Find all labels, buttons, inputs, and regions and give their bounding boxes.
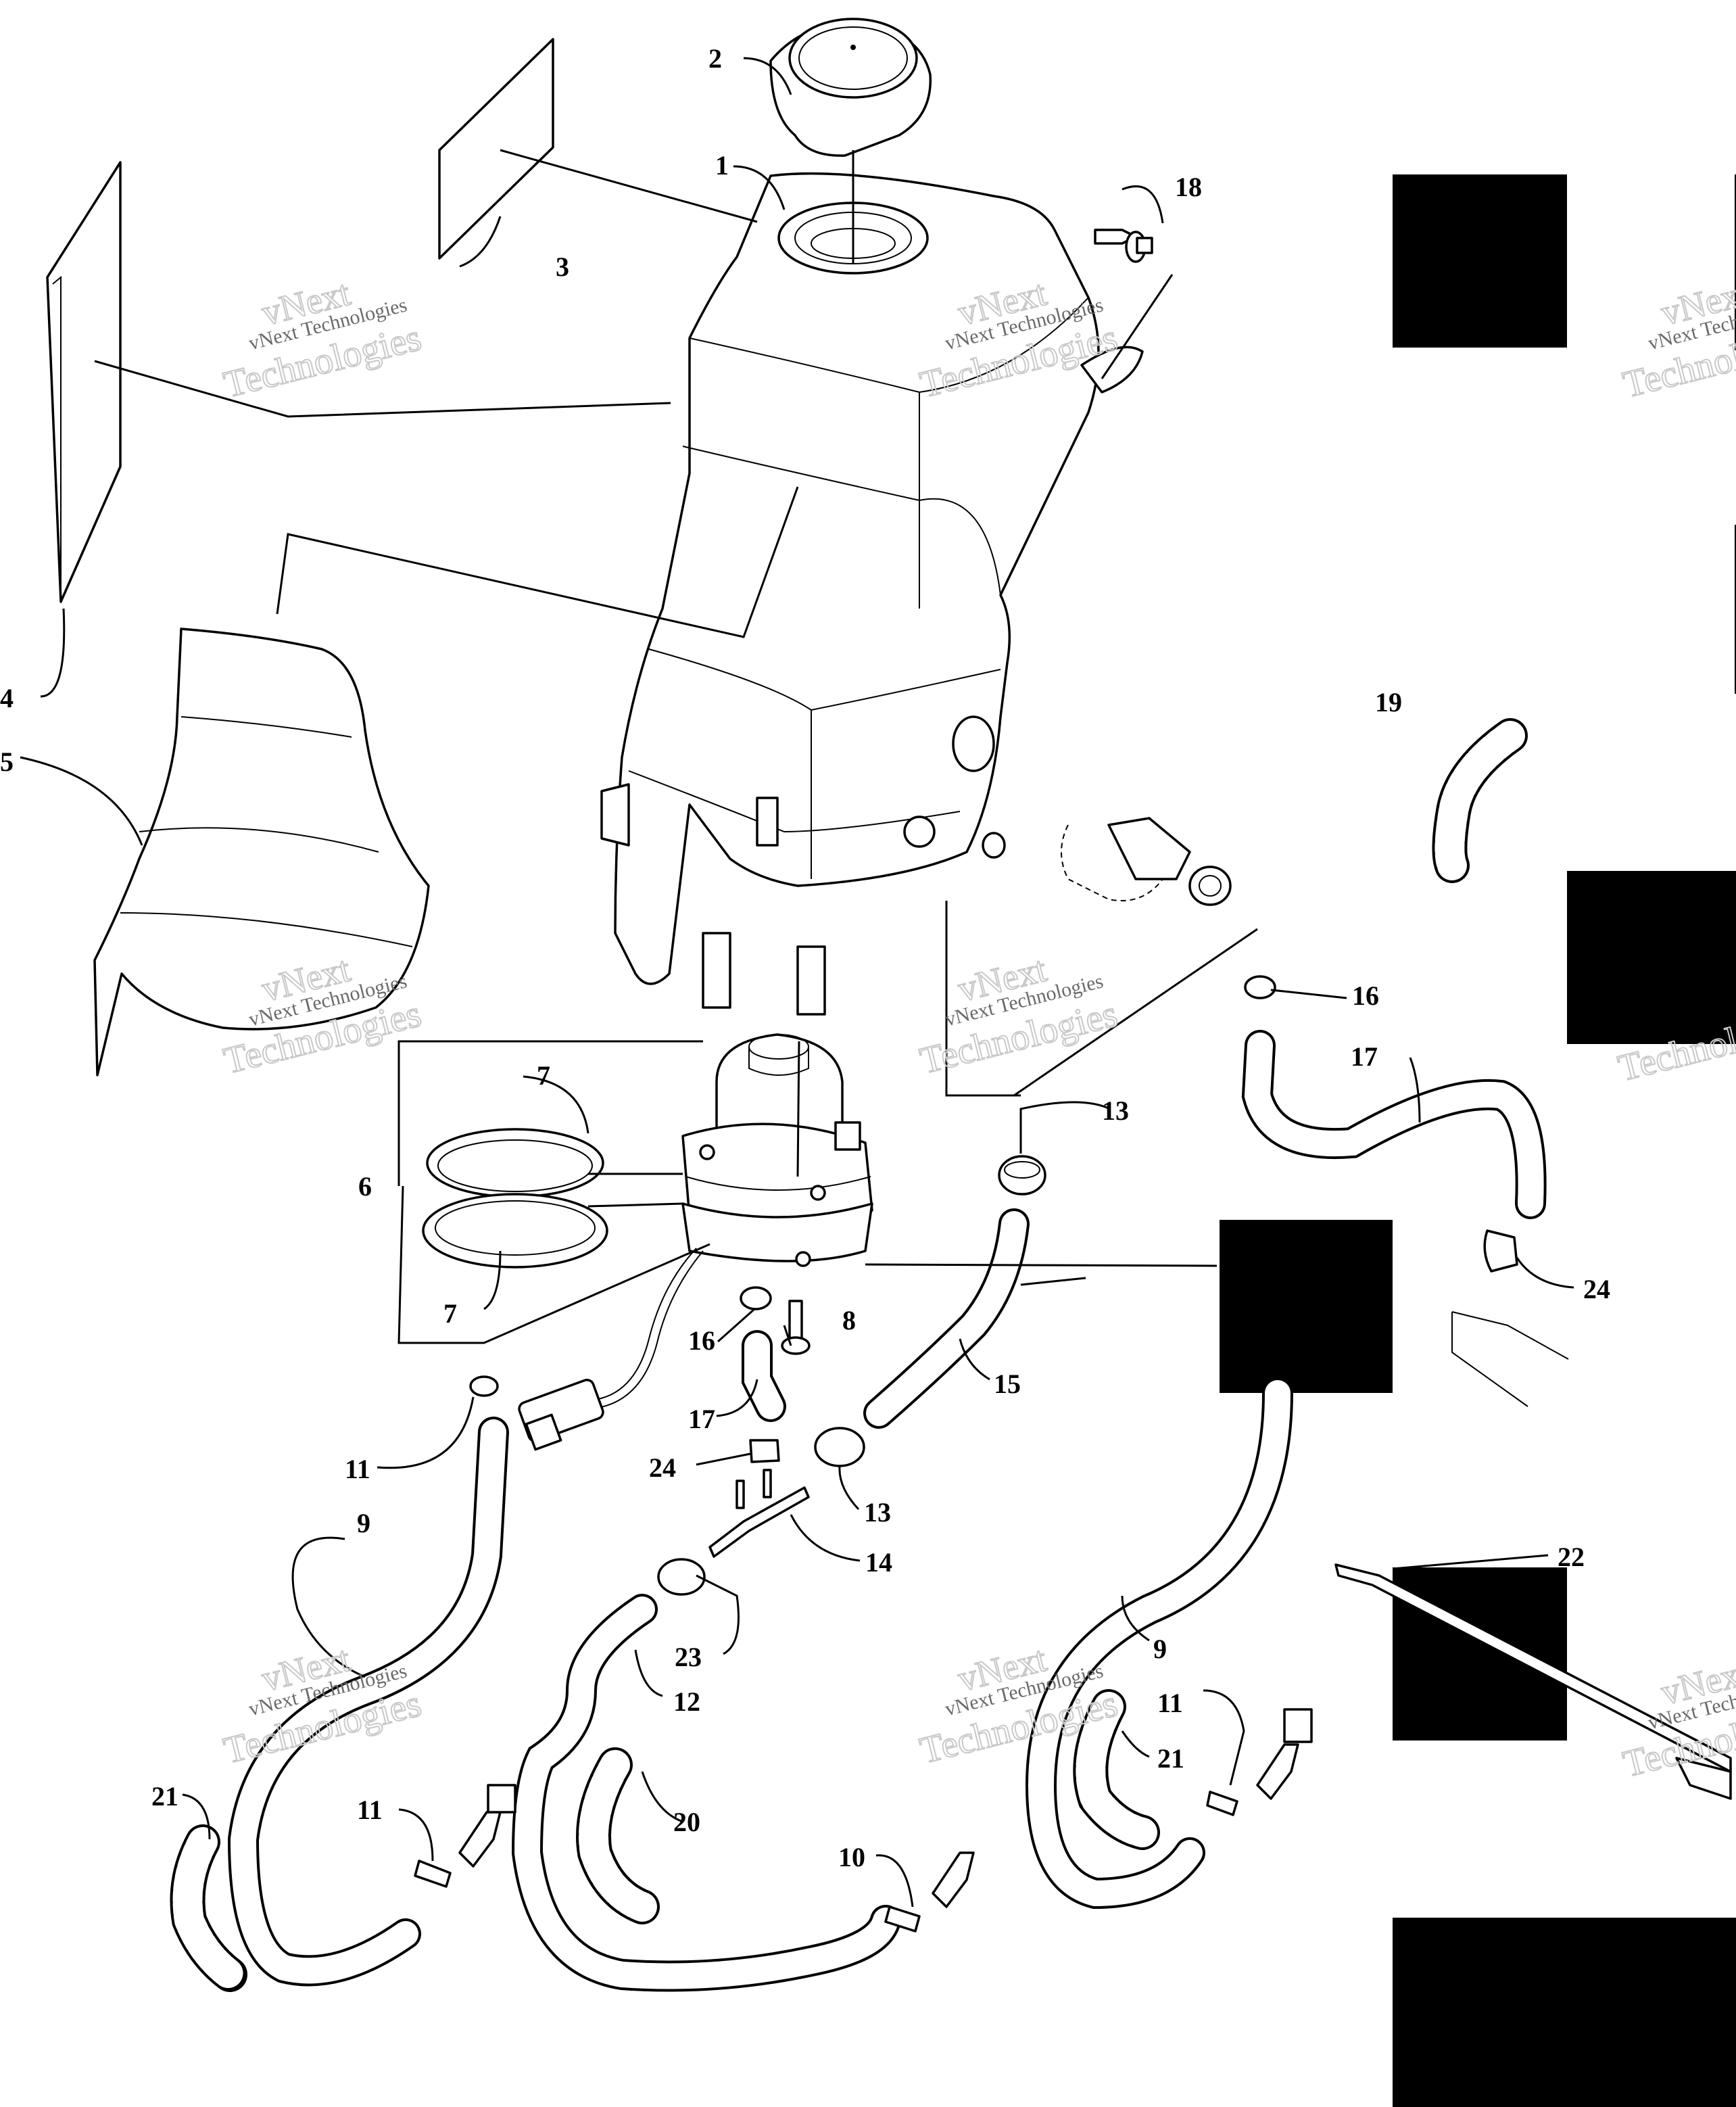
pump-assembly-6 (681, 1033, 873, 1267)
callout-22: 22 (1558, 1542, 1585, 1572)
redaction-block (1393, 1567, 1567, 1741)
callout-labels: 1 2 3 4 5 6 7 7 8 9 9 10 11 11 11 12 13 … (0, 43, 1610, 1872)
clamps-and-fittings (414, 975, 1569, 1933)
callout-17-right: 17 (1351, 1041, 1378, 1072)
fill-cap-2 (769, 18, 932, 157)
o-rings-7 (422, 1128, 608, 1269)
callout-10: 10 (838, 1842, 865, 1872)
level-sensor (1061, 817, 1232, 906)
redaction-block (1220, 1220, 1393, 1393)
redaction-blocks (1220, 174, 1736, 2107)
callout-9-right: 9 (1153, 1634, 1167, 1664)
callout-19: 19 (1375, 687, 1402, 717)
callout-4: 4 (0, 683, 14, 713)
watermark: vNext vNext Technologies Technologies (219, 272, 426, 407)
hoses (227, 1030, 1547, 1992)
callout-1: 1 (715, 150, 729, 181)
callout-15: 15 (994, 1369, 1021, 1399)
redaction-block (1735, 174, 1736, 350)
callout-17-center: 17 (688, 1404, 715, 1434)
heat-shield-5 (93, 628, 430, 1076)
reservoir-tank-1 (600, 172, 1144, 1016)
cable-tie-22 (1334, 1563, 1732, 1800)
callout-11-lower-right: 11 (1157, 1688, 1183, 1718)
leader-lines (20, 57, 1574, 1908)
callout-23: 23 (675, 1642, 702, 1672)
vent-fitting-18 (1094, 229, 1153, 263)
callout-3: 3 (556, 252, 569, 282)
callout-14: 14 (865, 1547, 892, 1578)
callout-7-upper: 7 (537, 1060, 550, 1091)
callout-16-center: 16 (688, 1325, 715, 1356)
watermarks: vNext vNext Technologies Technologies vN… (219, 272, 1736, 1786)
callout-11-lower-left: 11 (357, 1795, 383, 1825)
redaction-block (1393, 174, 1567, 348)
watermark: vNext vNext Technologies Technologies (219, 1638, 426, 1773)
bolt-8 (781, 1300, 811, 1355)
callout-21-right: 21 (1157, 1743, 1184, 1774)
redaction-block (1393, 1918, 1736, 2107)
callout-24-right: 24 (1583, 1274, 1610, 1304)
callout-12: 12 (673, 1686, 700, 1717)
callout-18: 18 (1175, 172, 1202, 202)
callout-20: 20 (673, 1807, 700, 1837)
callout-13-lower: 13 (864, 1497, 891, 1528)
callout-16-right: 16 (1352, 980, 1379, 1011)
callout-21-left: 21 (151, 1781, 178, 1812)
decal-sheet-3 (438, 38, 554, 260)
redaction-block (1735, 525, 1736, 694)
redaction-block (1567, 871, 1736, 1044)
watermark: vNext vNext Technologies Technologies (1618, 272, 1736, 407)
callout-6: 6 (358, 1171, 372, 1202)
callout-5: 5 (0, 747, 14, 777)
callout-11-upper: 11 (345, 1454, 370, 1484)
callout-24-center: 24 (649, 1452, 676, 1483)
watermark: vNext vNext Technologies Technologies (915, 948, 1122, 1083)
corrugated-sleeves (170, 718, 1528, 1992)
callout-2: 2 (708, 43, 722, 74)
callout-7-lower: 7 (443, 1298, 457, 1329)
wire-harness-connector (518, 1248, 704, 1451)
callout-9-left: 9 (357, 1508, 370, 1538)
panel-4 (46, 161, 122, 603)
callout-8: 8 (842, 1305, 856, 1335)
callout-13-upper: 13 (1102, 1095, 1129, 1126)
